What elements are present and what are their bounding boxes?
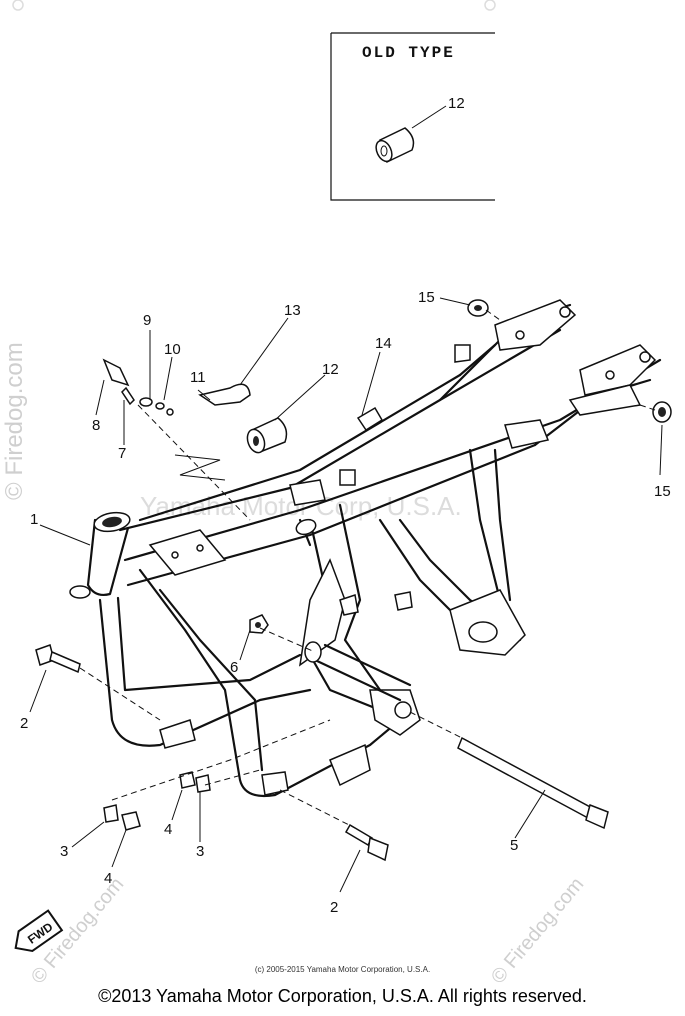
callout-8: 8 bbox=[92, 417, 100, 434]
nut-4b-icon bbox=[121, 811, 141, 831]
part-callouts: 1 2 2 3 3 4 4 5 6 7 8 9 10 11 12 13 14 1… bbox=[20, 289, 671, 916]
plate-left-icon bbox=[103, 804, 119, 823]
long-bolt-icon bbox=[457, 736, 609, 830]
callout-1: 1 bbox=[30, 511, 38, 528]
callout-5: 5 bbox=[510, 837, 518, 854]
callout-15-top: 15 bbox=[418, 289, 435, 306]
nut-icon bbox=[166, 408, 174, 416]
callout-6: 6 bbox=[230, 659, 238, 676]
callout-14: 14 bbox=[375, 335, 392, 352]
frame-assembly bbox=[69, 299, 662, 798]
callout-11: 11 bbox=[190, 369, 206, 386]
callout-12: 12 bbox=[322, 361, 339, 378]
steering-head-tube bbox=[69, 511, 131, 599]
nut-4a-icon bbox=[179, 771, 196, 789]
spring-washer-icon bbox=[155, 402, 165, 410]
inset-title: OLD TYPE bbox=[362, 44, 455, 62]
clamp-icon bbox=[198, 383, 251, 406]
bolt-bottom-icon bbox=[344, 823, 389, 862]
cable-guide-icon bbox=[356, 406, 384, 432]
callout-7: 7 bbox=[118, 445, 126, 462]
callout-10: 10 bbox=[164, 341, 181, 358]
callout-3-left: 3 bbox=[60, 843, 68, 860]
rubber-damper-icon bbox=[375, 127, 415, 164]
copyright-small: (c) 2005-2015 Yamaha Motor Corporation, … bbox=[254, 965, 431, 974]
callout-4-right: 4 bbox=[164, 821, 172, 838]
callout-15-right: 15 bbox=[654, 483, 671, 500]
leader-lines bbox=[29, 297, 663, 893]
callout-9: 9 bbox=[143, 312, 151, 329]
washer-icon bbox=[139, 397, 153, 407]
old-type-inset: OLD TYPE 12 bbox=[330, 32, 495, 201]
small-parts bbox=[35, 299, 672, 862]
callout-4-left: 4 bbox=[104, 870, 112, 887]
plate-right-icon bbox=[195, 774, 211, 793]
inset-part-number: 12 bbox=[448, 95, 465, 112]
callout-2-bottom: 2 bbox=[330, 899, 338, 916]
damper-icon bbox=[246, 417, 288, 454]
callout-13: 13 bbox=[284, 302, 301, 319]
copyright-main: ©2013 Yamaha Motor Corporation, U.S.A. A… bbox=[98, 986, 587, 1006]
callout-3-right: 3 bbox=[196, 843, 204, 860]
callout-2-left: 2 bbox=[20, 715, 28, 732]
watermark-left: © Firedog.com bbox=[1, 342, 28, 500]
bolt-icon bbox=[121, 386, 135, 406]
forward-arrow-icon: FWD bbox=[14, 909, 64, 952]
bolt-left-icon bbox=[35, 644, 81, 674]
assembly-lines bbox=[79, 309, 656, 829]
bracket-icon bbox=[102, 358, 130, 387]
